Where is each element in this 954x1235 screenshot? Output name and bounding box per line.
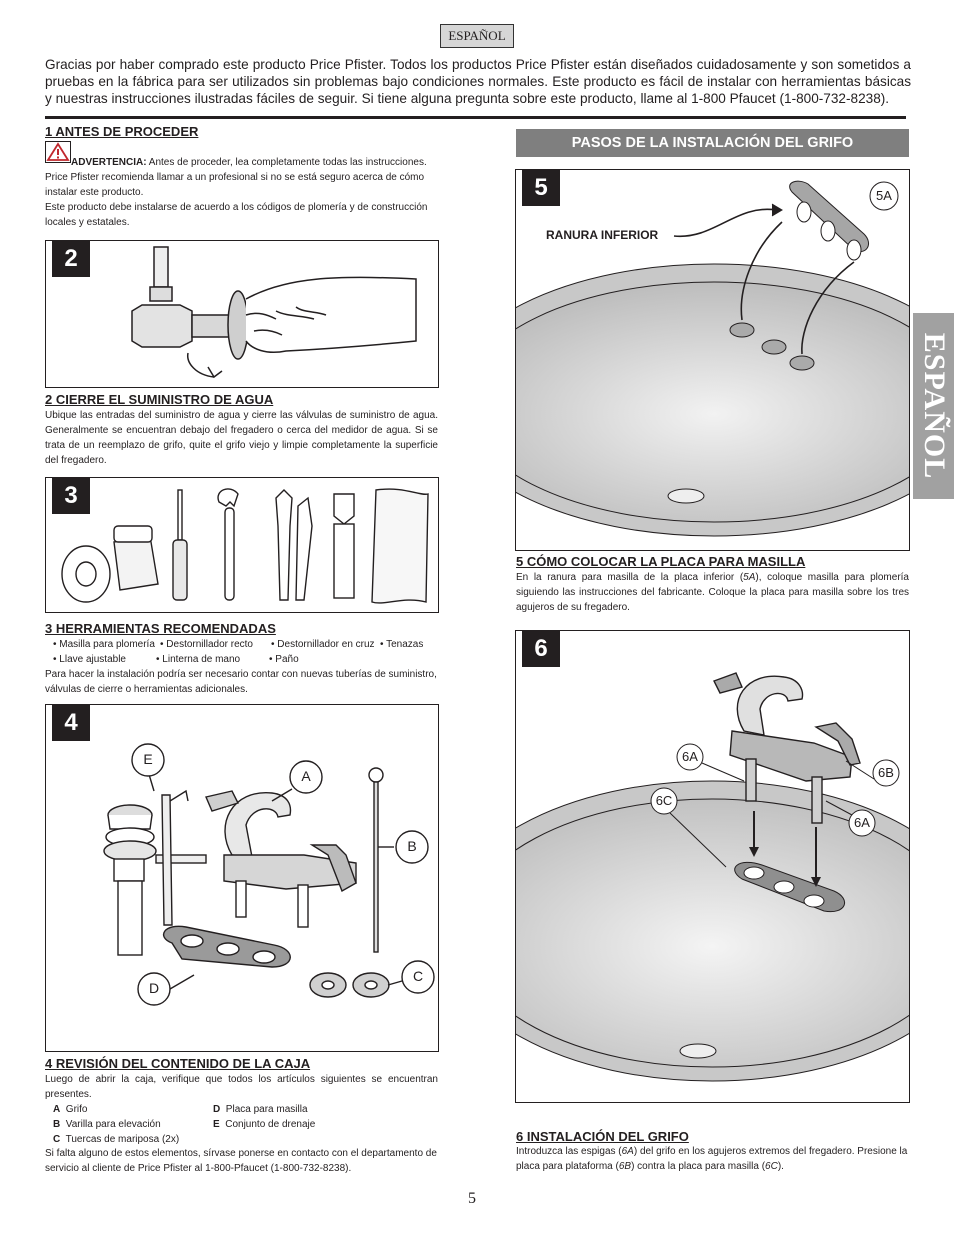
callout-6A-right: 6A bbox=[854, 815, 870, 830]
tool-item: • Paño bbox=[269, 654, 299, 665]
section5-text: En la ranura para masilla de la placa in… bbox=[516, 572, 909, 613]
side-tab-label: ESPAÑOL bbox=[917, 332, 951, 480]
steps-banner: PASOS DE LA INSTALACIÓN DEL GRIFO bbox=[516, 129, 909, 157]
tool-item: • Destornillador en cruz bbox=[271, 639, 375, 650]
section4-title: 4 REVISIÓN DEL CONTENIDO DE LA CAJA bbox=[45, 1056, 311, 1071]
warning-line: ADVERTENCIA: Antes de proceder, lea comp… bbox=[71, 155, 441, 170]
groove-label: RANURA INFERIOR bbox=[546, 228, 659, 242]
section4-text: Luego de abrir la caja, verifique que to… bbox=[45, 1074, 438, 1100]
step5-number: 5 bbox=[522, 170, 560, 206]
callout-B: B bbox=[407, 838, 417, 854]
section6-title: 6 INSTALACIÓN DEL GRIFO bbox=[516, 1129, 689, 1144]
step3-number: 3 bbox=[52, 478, 90, 514]
step6-number: 6 bbox=[522, 631, 560, 667]
section1-line2: Price Pfister recomienda llamar a un pro… bbox=[45, 172, 425, 198]
step4-number: 4 bbox=[52, 705, 90, 741]
section6-text: Introduzca las espigas (6A) del grifo en… bbox=[516, 1146, 908, 1172]
step5-panel: 5 5A RANURA INFERIOR bbox=[515, 169, 910, 551]
warning-icon bbox=[45, 141, 71, 163]
faucet-install-illustration bbox=[516, 672, 909, 1082]
callout-5A: 5A bbox=[876, 188, 892, 203]
step2-panel: 2 bbox=[45, 240, 439, 388]
section3-text: Para hacer la instalación podría ser nec… bbox=[45, 669, 437, 695]
tool-item: • Destornillador recto bbox=[160, 639, 253, 650]
step4-panel: 4 E A bbox=[45, 704, 439, 1052]
contents-item: D Placa para masilla bbox=[213, 1104, 308, 1115]
tool-item: • Linterna de mano bbox=[156, 654, 241, 665]
tool-item: • Llave ajustable bbox=[53, 654, 126, 665]
step6-panel: 6 6A 6B 6C 6A bbox=[515, 630, 910, 1103]
callout-A: A bbox=[301, 768, 311, 784]
callout-6A: 6A bbox=[682, 749, 698, 764]
page-number: 5 bbox=[468, 1190, 476, 1207]
header-divider bbox=[45, 116, 906, 119]
section1-line3: Este producto debe instalarse de acuerdo… bbox=[45, 202, 428, 228]
language-tag: ESPAÑOL bbox=[440, 24, 514, 48]
sink-putty-plate-illustration bbox=[516, 180, 909, 537]
step3-panel: 3 bbox=[45, 477, 439, 613]
section1-title: 1 ANTES DE PROCEDER bbox=[45, 124, 199, 139]
contents-item: A Grifo bbox=[53, 1104, 88, 1115]
tool-item: • Tenazas bbox=[380, 639, 424, 650]
intro-paragraph: Gracias por haber comprado este producto… bbox=[45, 57, 911, 106]
language-side-tab: ESPAÑOL bbox=[913, 313, 954, 499]
warning-text: Antes de proceder, lea completamente tod… bbox=[146, 157, 427, 168]
callout-E: E bbox=[143, 751, 153, 767]
contents-item: E Conjunto de drenaje bbox=[213, 1119, 316, 1130]
section2-title: 2 CIERRE EL SUMINISTRO DE AGUA bbox=[45, 392, 274, 407]
warning-label: ADVERTENCIA: bbox=[71, 157, 147, 168]
tool-item: • Masilla para plomería bbox=[53, 639, 155, 650]
section5-title: 5 CÓMO COLOCAR LA PLACA PARA MASILLA bbox=[516, 554, 806, 569]
section3-title: 3 HERRAMIENTAS RECOMENDADAS bbox=[45, 621, 276, 636]
contents-item: B Varilla para elevación bbox=[53, 1119, 161, 1130]
step2-number: 2 bbox=[52, 241, 90, 277]
contents-list-right: D Placa para masilla E Conjunto de drena… bbox=[213, 1102, 315, 1132]
tools-row2: • Llave ajustable • Linterna de mano • Pañ… bbox=[53, 652, 443, 667]
section4-footer: Si falta alguno de estos elementos, sírv… bbox=[45, 1148, 437, 1174]
callout-6C: 6C bbox=[655, 793, 673, 808]
callout-D: D bbox=[148, 980, 160, 996]
section2-text: Ubique las entradas del suministro de ag… bbox=[45, 410, 438, 466]
tools-illustration bbox=[61, 488, 429, 604]
tools-row1: • Masilla para plomería • Destornillador … bbox=[53, 637, 443, 652]
callout-C: C bbox=[412, 968, 424, 984]
contents-list-left: A Grifo B Varilla para elevación C Tuerc… bbox=[53, 1102, 179, 1147]
box-contents-illustration bbox=[103, 743, 435, 1006]
callout-6B: 6B bbox=[878, 765, 894, 780]
shutoff-valve-illustration bbox=[131, 246, 417, 379]
contents-item: C Tuercas de mariposa (2x) bbox=[53, 1134, 180, 1145]
